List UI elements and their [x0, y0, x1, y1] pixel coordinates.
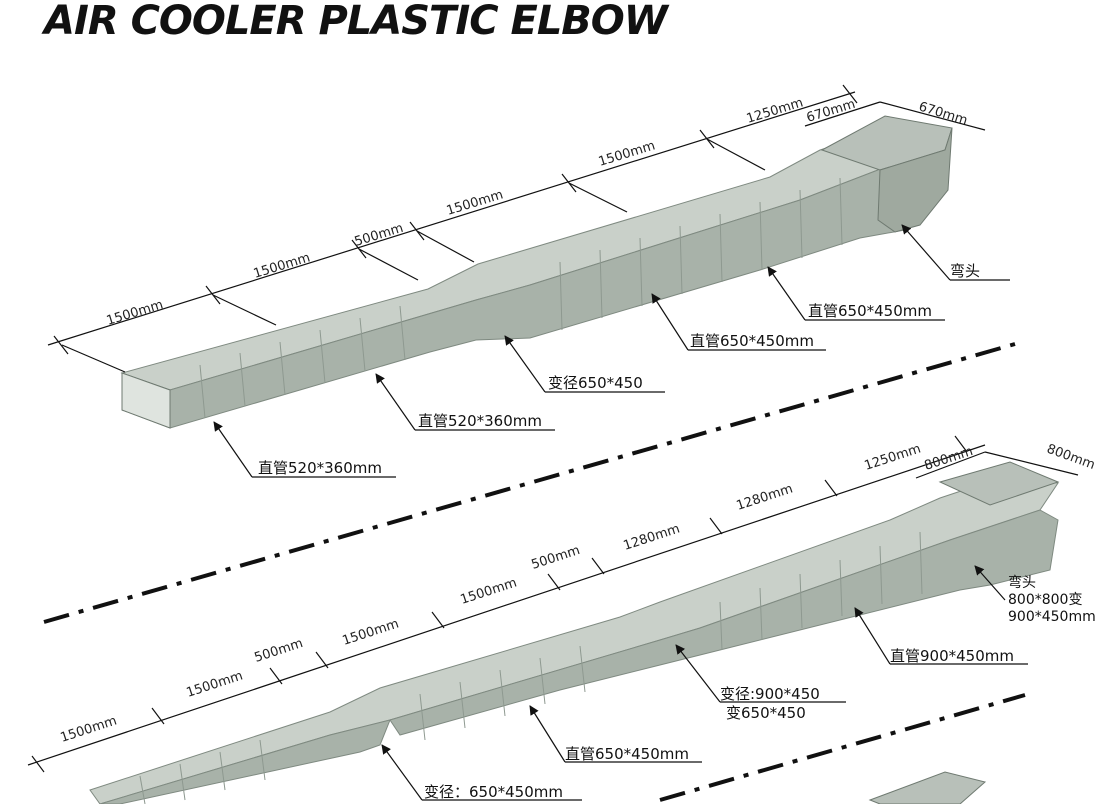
- duct-run-1: [120, 115, 953, 429]
- dim-label: 500mm: [353, 221, 405, 250]
- dimension-line-2: [27, 435, 1079, 773]
- leaders-2: [381, 565, 1028, 801]
- dim-label: 1500mm: [105, 297, 165, 328]
- duct-run-2: [89, 461, 1060, 804]
- label-reducer: 变径:900*450: [720, 685, 820, 703]
- dim-label: 800mm: [923, 444, 975, 474]
- label-pipe: 直管650*450mm: [690, 332, 814, 350]
- label-pipe: 直管650*450mm: [808, 302, 932, 320]
- dim-label: 1500mm: [252, 250, 312, 281]
- dim-label: 1500mm: [597, 138, 657, 169]
- label-reducer: 变650*450: [726, 704, 806, 722]
- label-pipe: 直管900*450mm: [890, 647, 1014, 665]
- label-pipe: 直管650*450mm: [565, 745, 689, 763]
- separator-line: [43, 340, 1023, 624]
- labels-1: 弯头 直管650*450mm 直管650*450mm 变径650*450 直管5…: [258, 262, 980, 477]
- label-elbow-size: 800*800变: [1008, 592, 1082, 608]
- dim-label: 1280mm: [735, 481, 795, 513]
- labels-2: 弯头 800*800变 900*450mm 直管900*450mm 变径:900…: [424, 574, 1096, 801]
- label-elbow: 弯头: [1008, 574, 1036, 591]
- dim-label: 500mm: [530, 543, 582, 573]
- label-pipe: 直管520*360mm: [418, 412, 542, 430]
- dim-label: 1500mm: [445, 187, 505, 218]
- dim-label: 1500mm: [459, 575, 519, 607]
- dimension-line-1: [47, 84, 986, 373]
- label-elbow-size: 900*450mm: [1008, 609, 1096, 625]
- label-pipe: 直管520*360mm: [258, 459, 382, 477]
- leaders-1: [213, 224, 1010, 478]
- duct-run-3-partial: [868, 771, 987, 804]
- dim-label: 670mm: [805, 97, 857, 126]
- dim-label: 500mm: [253, 636, 305, 666]
- label-reducer: 变径：650*450mm: [424, 783, 563, 801]
- label-reducer: 变径650*450: [548, 374, 643, 392]
- dim-label: 1250mm: [745, 95, 805, 126]
- dim-label: 1500mm: [59, 713, 119, 745]
- label-elbow: 弯头: [950, 262, 980, 280]
- page-title: AIR COOLER PLASTIC ELBOW: [44, 0, 668, 44]
- separator-line: [659, 693, 1026, 802]
